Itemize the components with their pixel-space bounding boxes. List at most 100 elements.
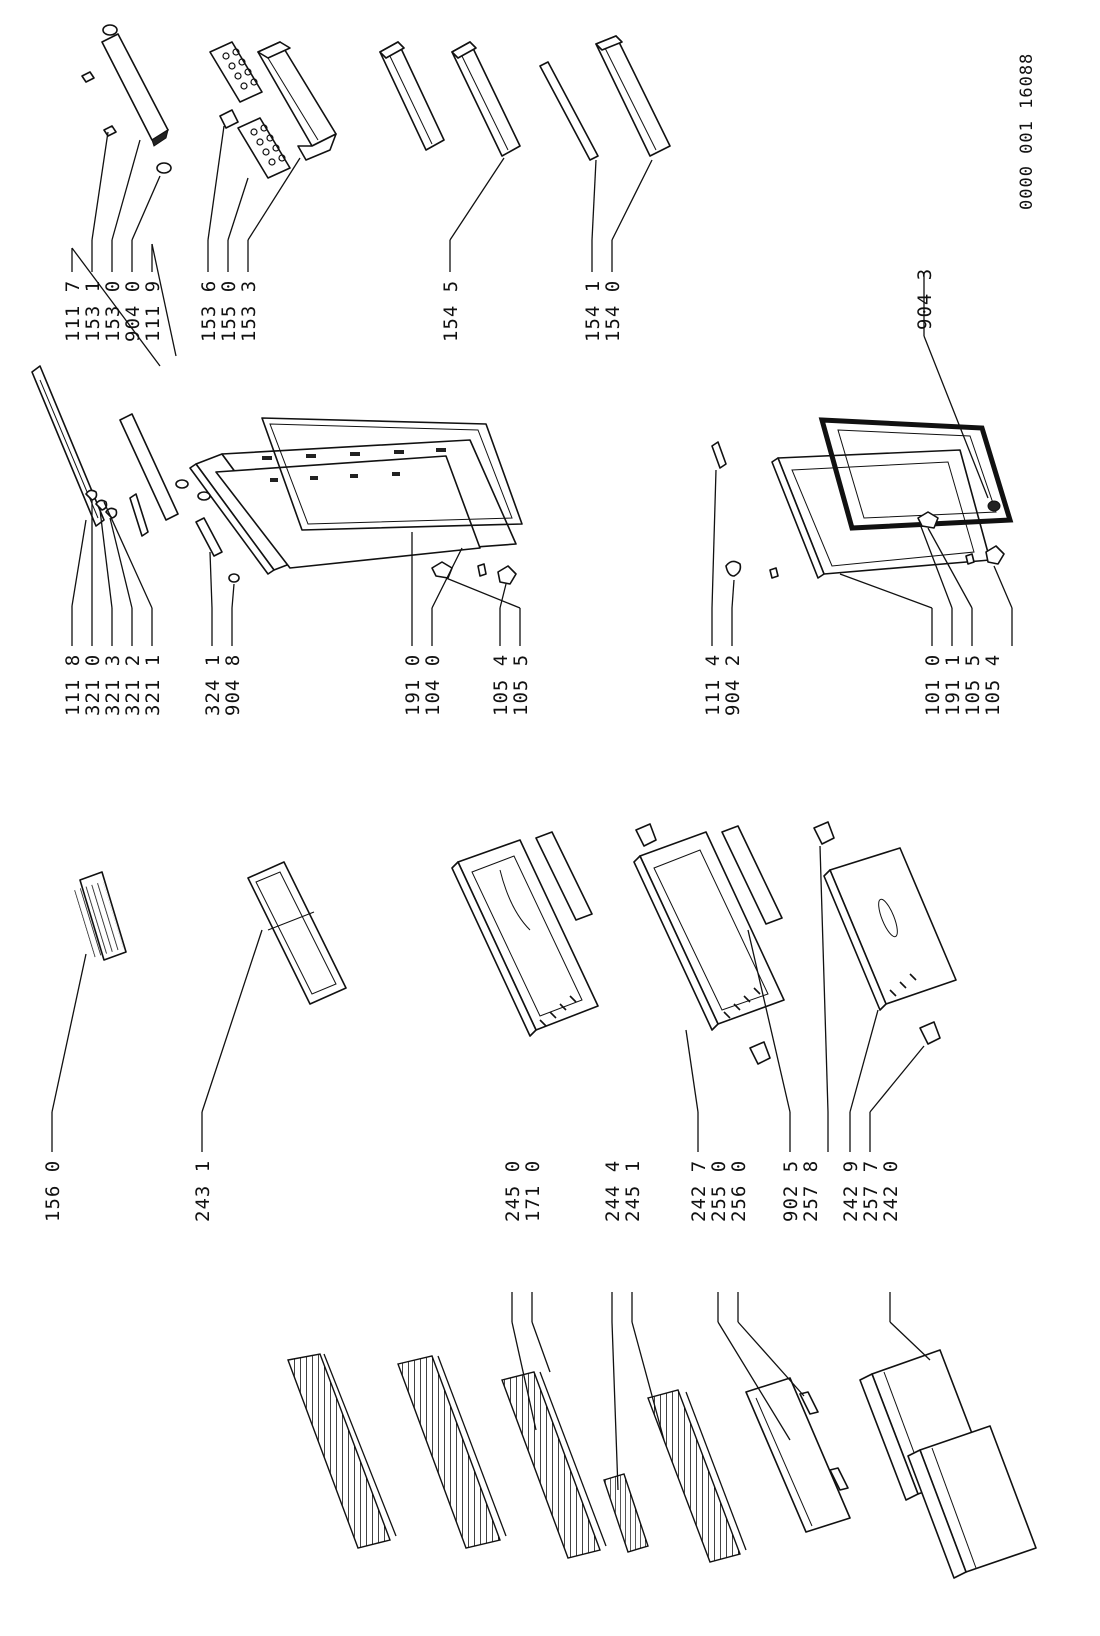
label-154-0: 154 0 (602, 280, 624, 342)
label-191-0: 191 0 (402, 654, 424, 716)
part-shelf-2431 (247, 861, 347, 1005)
part-hinge-1055b (917, 511, 939, 529)
part-strip-1541 (539, 61, 599, 161)
label-902-5: 902 5 (780, 1160, 802, 1222)
part-foot-a (175, 479, 189, 489)
cabinet-parts-bottom (287, 1349, 1037, 1579)
part-box-lower (907, 1425, 1037, 1579)
label-242-7: 242 7 (688, 1160, 710, 1222)
part-door-1040 (189, 439, 517, 575)
part-cap-9048 (228, 573, 240, 583)
cabinet-parts-middle (74, 821, 957, 1065)
part-wireshelf-1 (287, 1353, 397, 1549)
label-105-5-upper: 105 5 (510, 654, 532, 716)
leaders-middle-left (51, 845, 925, 1152)
part-bin-1533 (257, 41, 337, 161)
label-321-3: 321 3 (102, 654, 124, 716)
label-105-5-lower: 105 5 (962, 654, 984, 716)
labels-middle-right: 111 8 321 0 321 3 321 2 321 1 324 1 904 … (62, 654, 1004, 716)
label-153-1: 153 1 (82, 280, 104, 342)
leaders-middle-right (71, 469, 1013, 646)
part-bin-upper-left (379, 41, 445, 151)
part-icetray-1560 (74, 871, 127, 961)
part-handle-1117 (129, 493, 149, 537)
part-cap-9043 (987, 500, 1001, 512)
label-904-0: 904 0 (122, 280, 144, 342)
part-wireshelf-2451 (647, 1389, 747, 1563)
part-hinge-1054b (985, 545, 1005, 565)
part-egg-tray-bottom (237, 117, 291, 179)
part-bin-1545 (451, 41, 521, 157)
label-153-6: 153 6 (198, 280, 220, 342)
drawing-code: 0000 001 16088 (1017, 53, 1037, 210)
label-242-9: 242 9 (840, 1160, 862, 1222)
part-screw-c (965, 553, 975, 565)
label-245-1: 245 1 (622, 1160, 644, 1222)
part-screw-b (769, 567, 779, 579)
part-bin-1540 (595, 35, 671, 157)
lower-door-assembly (711, 417, 1014, 579)
part-plate-2550 (745, 1377, 851, 1533)
part-clip-2578 (813, 821, 835, 845)
label-156-0: 156 0 (42, 1160, 64, 1222)
part-hinge-1054a (497, 565, 517, 585)
label-245-0: 245 0 (502, 1160, 524, 1222)
part-bar-1530 (101, 33, 169, 147)
label-257-7: 257 7 (860, 1160, 882, 1222)
label-153-0: 153 0 (102, 280, 124, 342)
labels-top-right: 111 7 153 1 153 0 904 0 111 9 153 6 155 … (62, 268, 936, 342)
part-clip-2577 (919, 1021, 941, 1045)
label-242-0: 242 0 (880, 1160, 902, 1222)
part-pin-1531 (103, 125, 117, 137)
label-111-4: 111 4 (702, 654, 724, 716)
label-111-7: 111 7 (62, 280, 84, 342)
label-321-0: 321 0 (82, 654, 104, 716)
label-904-2: 904 2 (722, 654, 744, 716)
part-foot-b (197, 491, 211, 501)
part-strip-1114 (711, 441, 727, 469)
part-cap-9040a (102, 24, 118, 36)
part-door-1010 (771, 449, 991, 579)
label-104-0: 104 0 (422, 654, 444, 716)
part-wireshelf-2450 (501, 1371, 607, 1559)
label-154-1: 154 1 (582, 280, 604, 342)
part-crisper-upper (451, 831, 599, 1037)
part-clip-mid (749, 1041, 771, 1065)
label-105-4-upper: 105 4 (490, 654, 512, 716)
label-191-1: 191 1 (942, 654, 964, 716)
part-grille-2444 (603, 1473, 649, 1553)
upper-door-assembly (31, 365, 523, 585)
label-155-0: 155 0 (218, 280, 240, 342)
label-324-1: 324 1 (202, 654, 224, 716)
label-321-1: 321 1 (142, 654, 164, 716)
label-105-4-lower: 105 4 (982, 654, 1004, 716)
label-171-0: 171 0 (522, 1160, 544, 1222)
label-153-3: 153 3 (238, 280, 260, 342)
label-244-4: 244 4 (602, 1160, 624, 1222)
part-cap-9040b (156, 162, 172, 174)
part-crisper-2427 (633, 825, 785, 1031)
part-gasket-1910 (261, 417, 523, 531)
part-pin-1117 (81, 71, 95, 83)
part-screw-a (477, 563, 487, 577)
door-parts-upper (81, 24, 671, 179)
part-hinge-1055a (431, 561, 453, 579)
part-egg-tray-top (209, 41, 263, 103)
part-crate-2429 (823, 847, 957, 1011)
part-rail-1119 (119, 413, 179, 521)
label-154-5: 154 5 (440, 280, 462, 342)
part-wireshelf-2 (397, 1355, 507, 1549)
label-321-2: 321 2 (122, 654, 144, 716)
label-904-3: 904 3 (914, 268, 936, 330)
label-257-8: 257 8 (800, 1160, 822, 1222)
part-clip-top (635, 823, 657, 847)
part-knob-3210 (85, 489, 98, 501)
label-111-8: 111 8 (62, 654, 84, 716)
label-243-1: 243 1 (192, 1160, 214, 1222)
label-101-0: 101 0 (922, 654, 944, 716)
part-clip-1536 (219, 109, 239, 129)
label-111-9: 111 9 (142, 280, 164, 342)
part-knob-9042 (725, 560, 742, 577)
label-904-8: 904 8 (222, 654, 244, 716)
labels-middle-left: 156 0 243 1 245 0 171 0 244 4 245 1 242 … (42, 1160, 902, 1222)
